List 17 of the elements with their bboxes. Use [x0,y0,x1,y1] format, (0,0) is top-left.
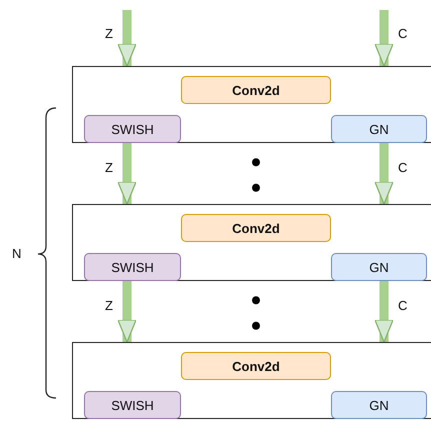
block-frame [72,66,431,143]
layer-box: GN [331,253,427,281]
layer-box: GN [331,115,427,143]
block-frame [72,342,431,419]
layer-box: Conv2d [181,214,331,242]
repeat-count-label: N [12,247,22,261]
layer-box: GN [331,391,427,419]
layer-box: Conv2d [181,76,331,104]
layer-box: SWISH [84,391,181,419]
edge-label: C [398,161,408,176]
edge-label: C [398,26,408,41]
edge-label: C [398,299,408,314]
layer-box: SWISH [84,253,181,281]
layer-box: Conv2d [181,352,331,380]
block-frame [72,204,431,281]
layer-box: SWISH [84,115,181,143]
edge-label: Z [105,26,113,41]
